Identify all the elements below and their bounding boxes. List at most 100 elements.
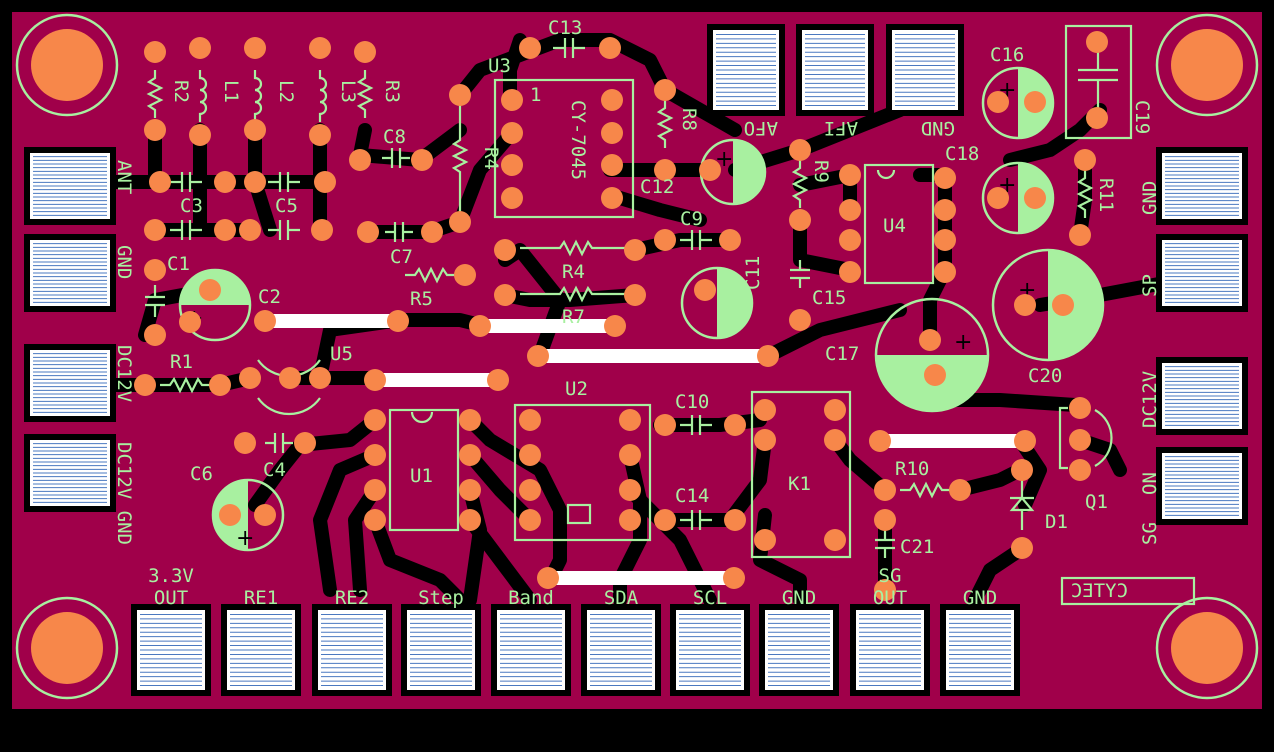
connector-sg-on (1156, 447, 1248, 525)
solder-pad (694, 279, 716, 301)
connector-sp (1156, 234, 1248, 312)
connector-bottom-0 (131, 604, 211, 696)
solder-pad (459, 409, 481, 431)
connector-dc12v-in (24, 344, 116, 422)
capacitor-c14-symbol (680, 510, 712, 530)
ref-l1: L1 (220, 80, 242, 103)
ref-c19: C19 (1131, 100, 1153, 134)
component-outlines (257, 24, 1196, 606)
solder-pad (311, 219, 333, 241)
solder-pad (619, 409, 641, 431)
solder-pad (757, 345, 779, 367)
solder-pad (619, 444, 641, 466)
ref-c21: C21 (900, 536, 934, 558)
capacitor-c10-symbol (680, 415, 712, 435)
ref-r4b: R4 (562, 261, 585, 283)
solder-pad (839, 199, 861, 221)
connector-bottom-9 (940, 604, 1020, 696)
solder-pad (449, 84, 471, 106)
ref-r5: R5 (410, 288, 433, 310)
solder-pad (309, 367, 331, 389)
ref-c2: C2 (258, 286, 281, 308)
solder-pad (527, 345, 549, 367)
solder-pad (209, 374, 231, 396)
resistor-r11-symbol (1076, 170, 1094, 218)
module-pin1: 1 (530, 84, 541, 106)
solder-pad (354, 41, 376, 63)
connector-top-gnd (886, 24, 964, 116)
solder-pad (239, 367, 261, 389)
solder-pad (487, 369, 509, 391)
connector-bottom-5 (581, 604, 661, 696)
solder-pad (244, 119, 266, 141)
resistor-r5-symbol (405, 266, 457, 284)
connector-bottom-8 (850, 604, 930, 696)
solder-pad (254, 310, 276, 332)
solder-pad (144, 219, 166, 241)
solder-pad (924, 364, 946, 386)
solder-pad (919, 329, 941, 351)
ref-c15: C15 (812, 287, 846, 309)
resistor-r4a-symbol (451, 100, 469, 212)
connector-bottom-1 (221, 604, 301, 696)
solder-pad (364, 509, 386, 531)
logo-box (1060, 576, 1196, 606)
transistor-arc-q1 (1094, 409, 1113, 467)
solder-pad (219, 504, 241, 526)
solder-pad (874, 479, 896, 501)
cytec-logo: CYTEC (1071, 580, 1128, 602)
ref-u2: U2 (565, 378, 588, 400)
solder-pad (869, 430, 891, 452)
ref-c12: C12 (640, 176, 674, 198)
solder-pad (519, 509, 541, 531)
capacitor-c5a-symbol (268, 172, 300, 192)
connector-dc12v-gnd (24, 434, 116, 512)
label-top-gnd: GND (921, 117, 955, 139)
bottom-label-line2: Step (418, 587, 464, 609)
regulator-arc-u5b (257, 397, 321, 416)
ref-r2: R2 (170, 80, 192, 103)
solder-pad (1086, 107, 1108, 129)
ecap-polarity-band (717, 268, 752, 338)
solder-pad (1069, 397, 1091, 419)
solder-pad (244, 171, 266, 193)
chip-outline-u2 (513, 403, 652, 542)
ref-r11: R11 (1095, 178, 1117, 212)
label-on: ON (1139, 472, 1161, 495)
inductor-l1-symbol (198, 70, 208, 122)
chip-outline-u4 (863, 163, 935, 285)
bottom-label-line2: RE2 (335, 587, 369, 609)
bottom-label-line2: RE1 (244, 587, 278, 609)
capacitor-c15-symbol (790, 260, 810, 288)
label-right-dc12v: DC12V (1139, 371, 1161, 428)
solder-pad (501, 187, 523, 209)
solder-pad (654, 79, 676, 101)
label-sp: SP (1139, 274, 1161, 297)
silkscreen-symbols (145, 38, 1118, 558)
bottom-label-line1: 3.3V (148, 565, 194, 587)
solder-pad (599, 37, 621, 59)
solder-pad (949, 479, 971, 501)
silkscreen-labels: C13 U3 1 CY-7045 R8 R4 C12 C9 R2 L1 L2 L… (113, 17, 1161, 609)
solder-pad (309, 124, 331, 146)
solder-pad (254, 504, 276, 526)
chip-notch-u1 (410, 411, 434, 424)
solder-pad (624, 284, 646, 306)
connector-right-dc12v (1156, 357, 1248, 435)
solder-pad (1011, 459, 1033, 481)
module-part: CY-7045 (567, 100, 589, 180)
solder-pad (214, 219, 236, 241)
solder-pad (314, 171, 336, 193)
capacitor-c13-symbol (553, 38, 585, 58)
solder-pad (654, 229, 676, 251)
solder-pad (494, 239, 516, 261)
solder-pad (449, 211, 471, 233)
solder-pad (411, 149, 433, 171)
solder-pad (144, 119, 166, 141)
mounting-hole (31, 29, 103, 101)
connector-tabs (24, 24, 1248, 696)
solder-pad (624, 239, 646, 261)
solder-pad (987, 187, 1009, 209)
connector-bottom-4 (491, 604, 571, 696)
